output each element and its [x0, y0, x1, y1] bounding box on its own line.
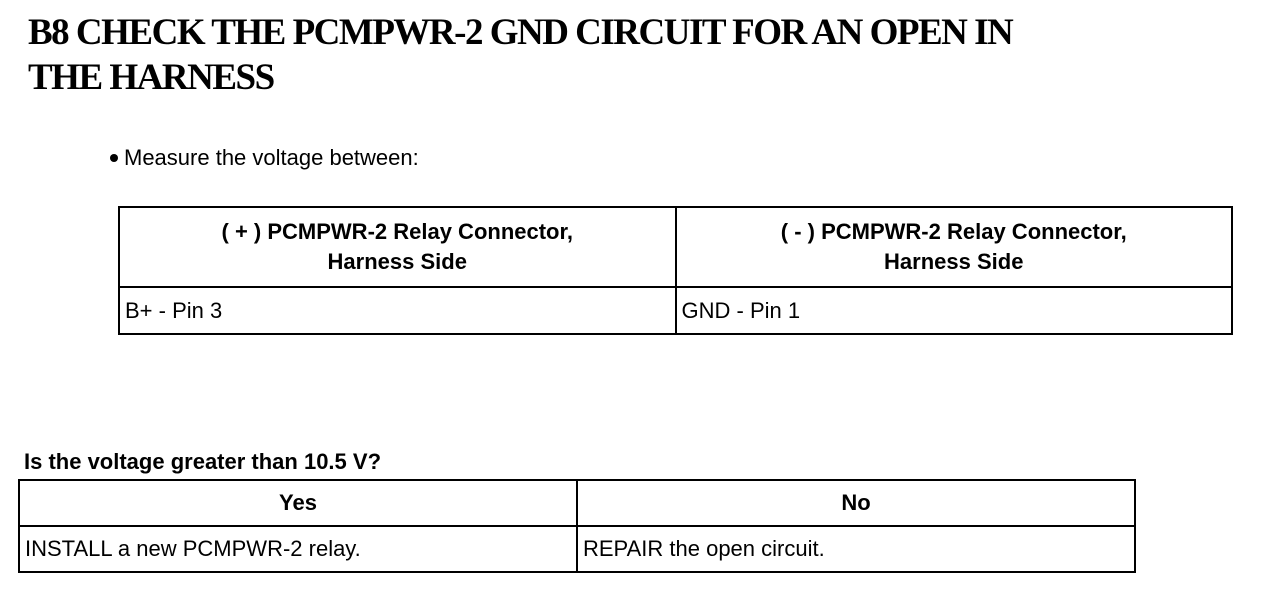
- measurement-cell-positive: B+ - Pin 3: [118, 286, 677, 335]
- measurement-cell-negative: GND - Pin 1: [674, 286, 1233, 335]
- measurement-table-data-row: B+ - Pin 3 GND - Pin 1: [118, 286, 1233, 335]
- instruction-item: Measure the voltage between:: [110, 144, 419, 171]
- measurement-header-positive: ( + ) PCMPWR-2 Relay Connector, Harness …: [118, 206, 677, 288]
- question-text: Is the voltage greater than 10.5 V?: [24, 449, 382, 474]
- decision-cell-no-action: REPAIR the open circuit.: [576, 525, 1136, 573]
- measurement-header-negative: ( - ) PCMPWR-2 Relay Connector, Harness …: [674, 206, 1233, 288]
- measurement-table-header-row: ( + ) PCMPWR-2 Relay Connector, Harness …: [118, 206, 1233, 288]
- measurement-header-negative-line1: ( - ) PCMPWR-2 Relay Connector,: [780, 219, 1127, 244]
- decision-table-data-row: INSTALL a new PCMPWR-2 relay. REPAIR the…: [18, 525, 1136, 573]
- instruction-text: Measure the voltage between:: [124, 145, 419, 170]
- measurement-header-negative-line2: Harness Side: [884, 249, 1024, 274]
- decision-header-yes: Yes: [18, 479, 578, 527]
- page-title: B8 CHECK THE PCMPWR-2 GND CIRCUIT FOR AN…: [28, 10, 1014, 100]
- decision-cell-yes-action: INSTALL a new PCMPWR-2 relay.: [18, 525, 578, 573]
- decision-header-no: No: [576, 479, 1136, 527]
- bullet-icon: [110, 153, 118, 162]
- page-title-line1: B8 CHECK THE PCMPWR-2 GND CIRCUIT FOR AN…: [28, 12, 1014, 53]
- measurement-table: ( + ) PCMPWR-2 Relay Connector, Harness …: [118, 206, 1233, 335]
- measurement-header-positive-line1: ( + ) PCMPWR-2 Relay Connector,: [221, 219, 573, 244]
- page-title-line2: THE HARNESS: [28, 57, 275, 98]
- measurement-header-positive-line2: Harness Side: [327, 249, 467, 274]
- decision-table: Yes No INSTALL a new PCMPWR-2 relay. REP…: [18, 479, 1136, 573]
- decision-table-header-row: Yes No: [18, 479, 1136, 527]
